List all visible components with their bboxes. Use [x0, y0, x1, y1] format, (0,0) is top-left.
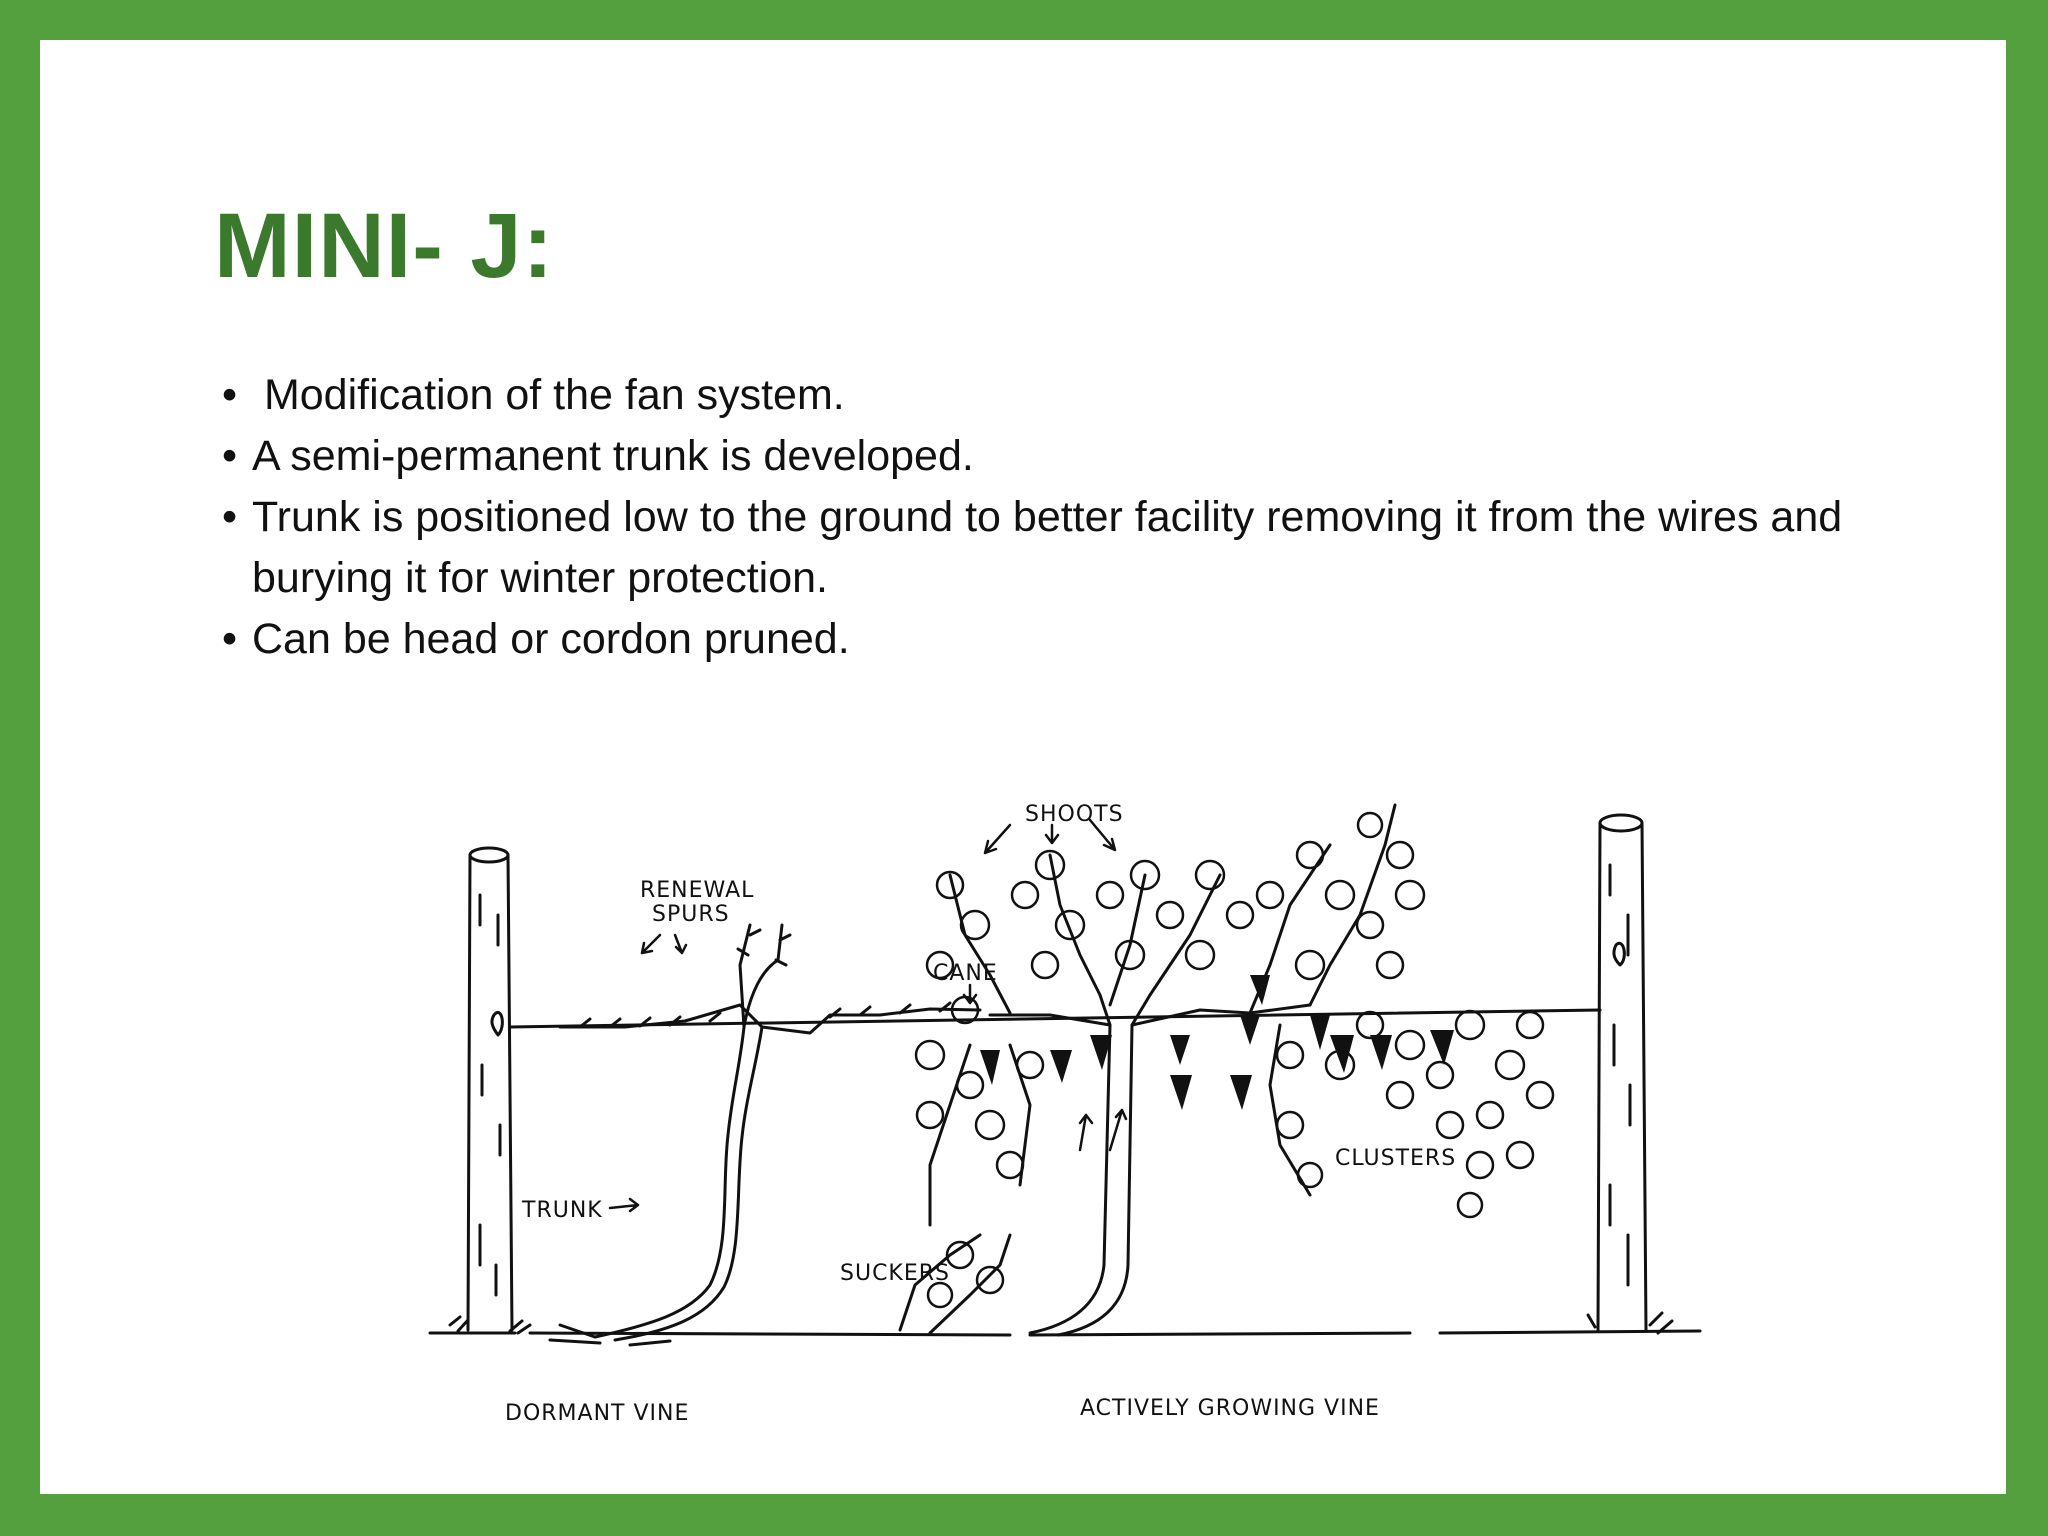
label-clusters: CLUSTERS: [1335, 1146, 1456, 1171]
ground-line: [428, 1329, 1702, 1337]
bullet-dot: •: [222, 432, 238, 480]
label-shoots: SHOOTS: [1025, 802, 1124, 827]
bullet-item: • Modification of the fan system.: [220, 365, 1900, 426]
right-post: [1586, 813, 1674, 1335]
bullet-text: A semi-permanent trunk is developed.: [252, 432, 974, 480]
bullet-list: • Modification of the fan system. • A sem…: [220, 365, 1900, 670]
label-actively-growing-vine: ACTIVELY GROWING VINE: [1080, 1396, 1380, 1421]
label-arrows: [608, 818, 1128, 1213]
bullet-item: • Can be head or cordon pruned.: [220, 609, 1900, 670]
label-renewal-spurs-line1: RENEWAL: [640, 878, 754, 903]
label-dormant-vine: DORMANT VINE: [505, 1401, 689, 1426]
bullet-text: Trunk is positioned low to the ground to…: [252, 493, 1843, 602]
dormant-vine: [548, 923, 982, 1347]
label-cane: CANE: [933, 961, 998, 986]
bullet-item: • Trunk is positioned low to the ground t…: [220, 487, 1900, 609]
grape-clusters: [980, 975, 1454, 1110]
label-suckers: SUCKERS: [840, 1261, 950, 1286]
slide: MINI- J: • Modification of the fan syste…: [40, 40, 2006, 1494]
mini-j-trellis-diagram: SHOOTS RENEWAL SPURS CANE TRUNK CLUSTERS…: [410, 765, 1710, 1455]
bullet-dot: •: [222, 615, 238, 663]
label-trunk: TRUNK: [521, 1198, 603, 1223]
trellis-wire: [508, 1008, 1602, 1029]
bullet-text: Can be head or cordon pruned.: [252, 615, 850, 663]
actively-growing-vine: [898, 803, 1397, 1337]
bullet-dot: •: [222, 371, 238, 419]
bullet-dot: •: [222, 493, 238, 541]
bullet-text: Modification of the fan system.: [252, 371, 845, 419]
vine-diagram-drawing: SHOOTS RENEWAL SPURS CANE TRUNK CLUSTERS…: [428, 802, 1702, 1426]
label-renewal-spurs-line2: SPURS: [652, 902, 730, 927]
slide-title: MINI- J:: [214, 195, 555, 297]
left-post: [448, 846, 532, 1335]
bullet-item: • A semi-permanent trunk is developed.: [220, 426, 1900, 487]
vine-leaves: [914, 811, 1555, 1309]
